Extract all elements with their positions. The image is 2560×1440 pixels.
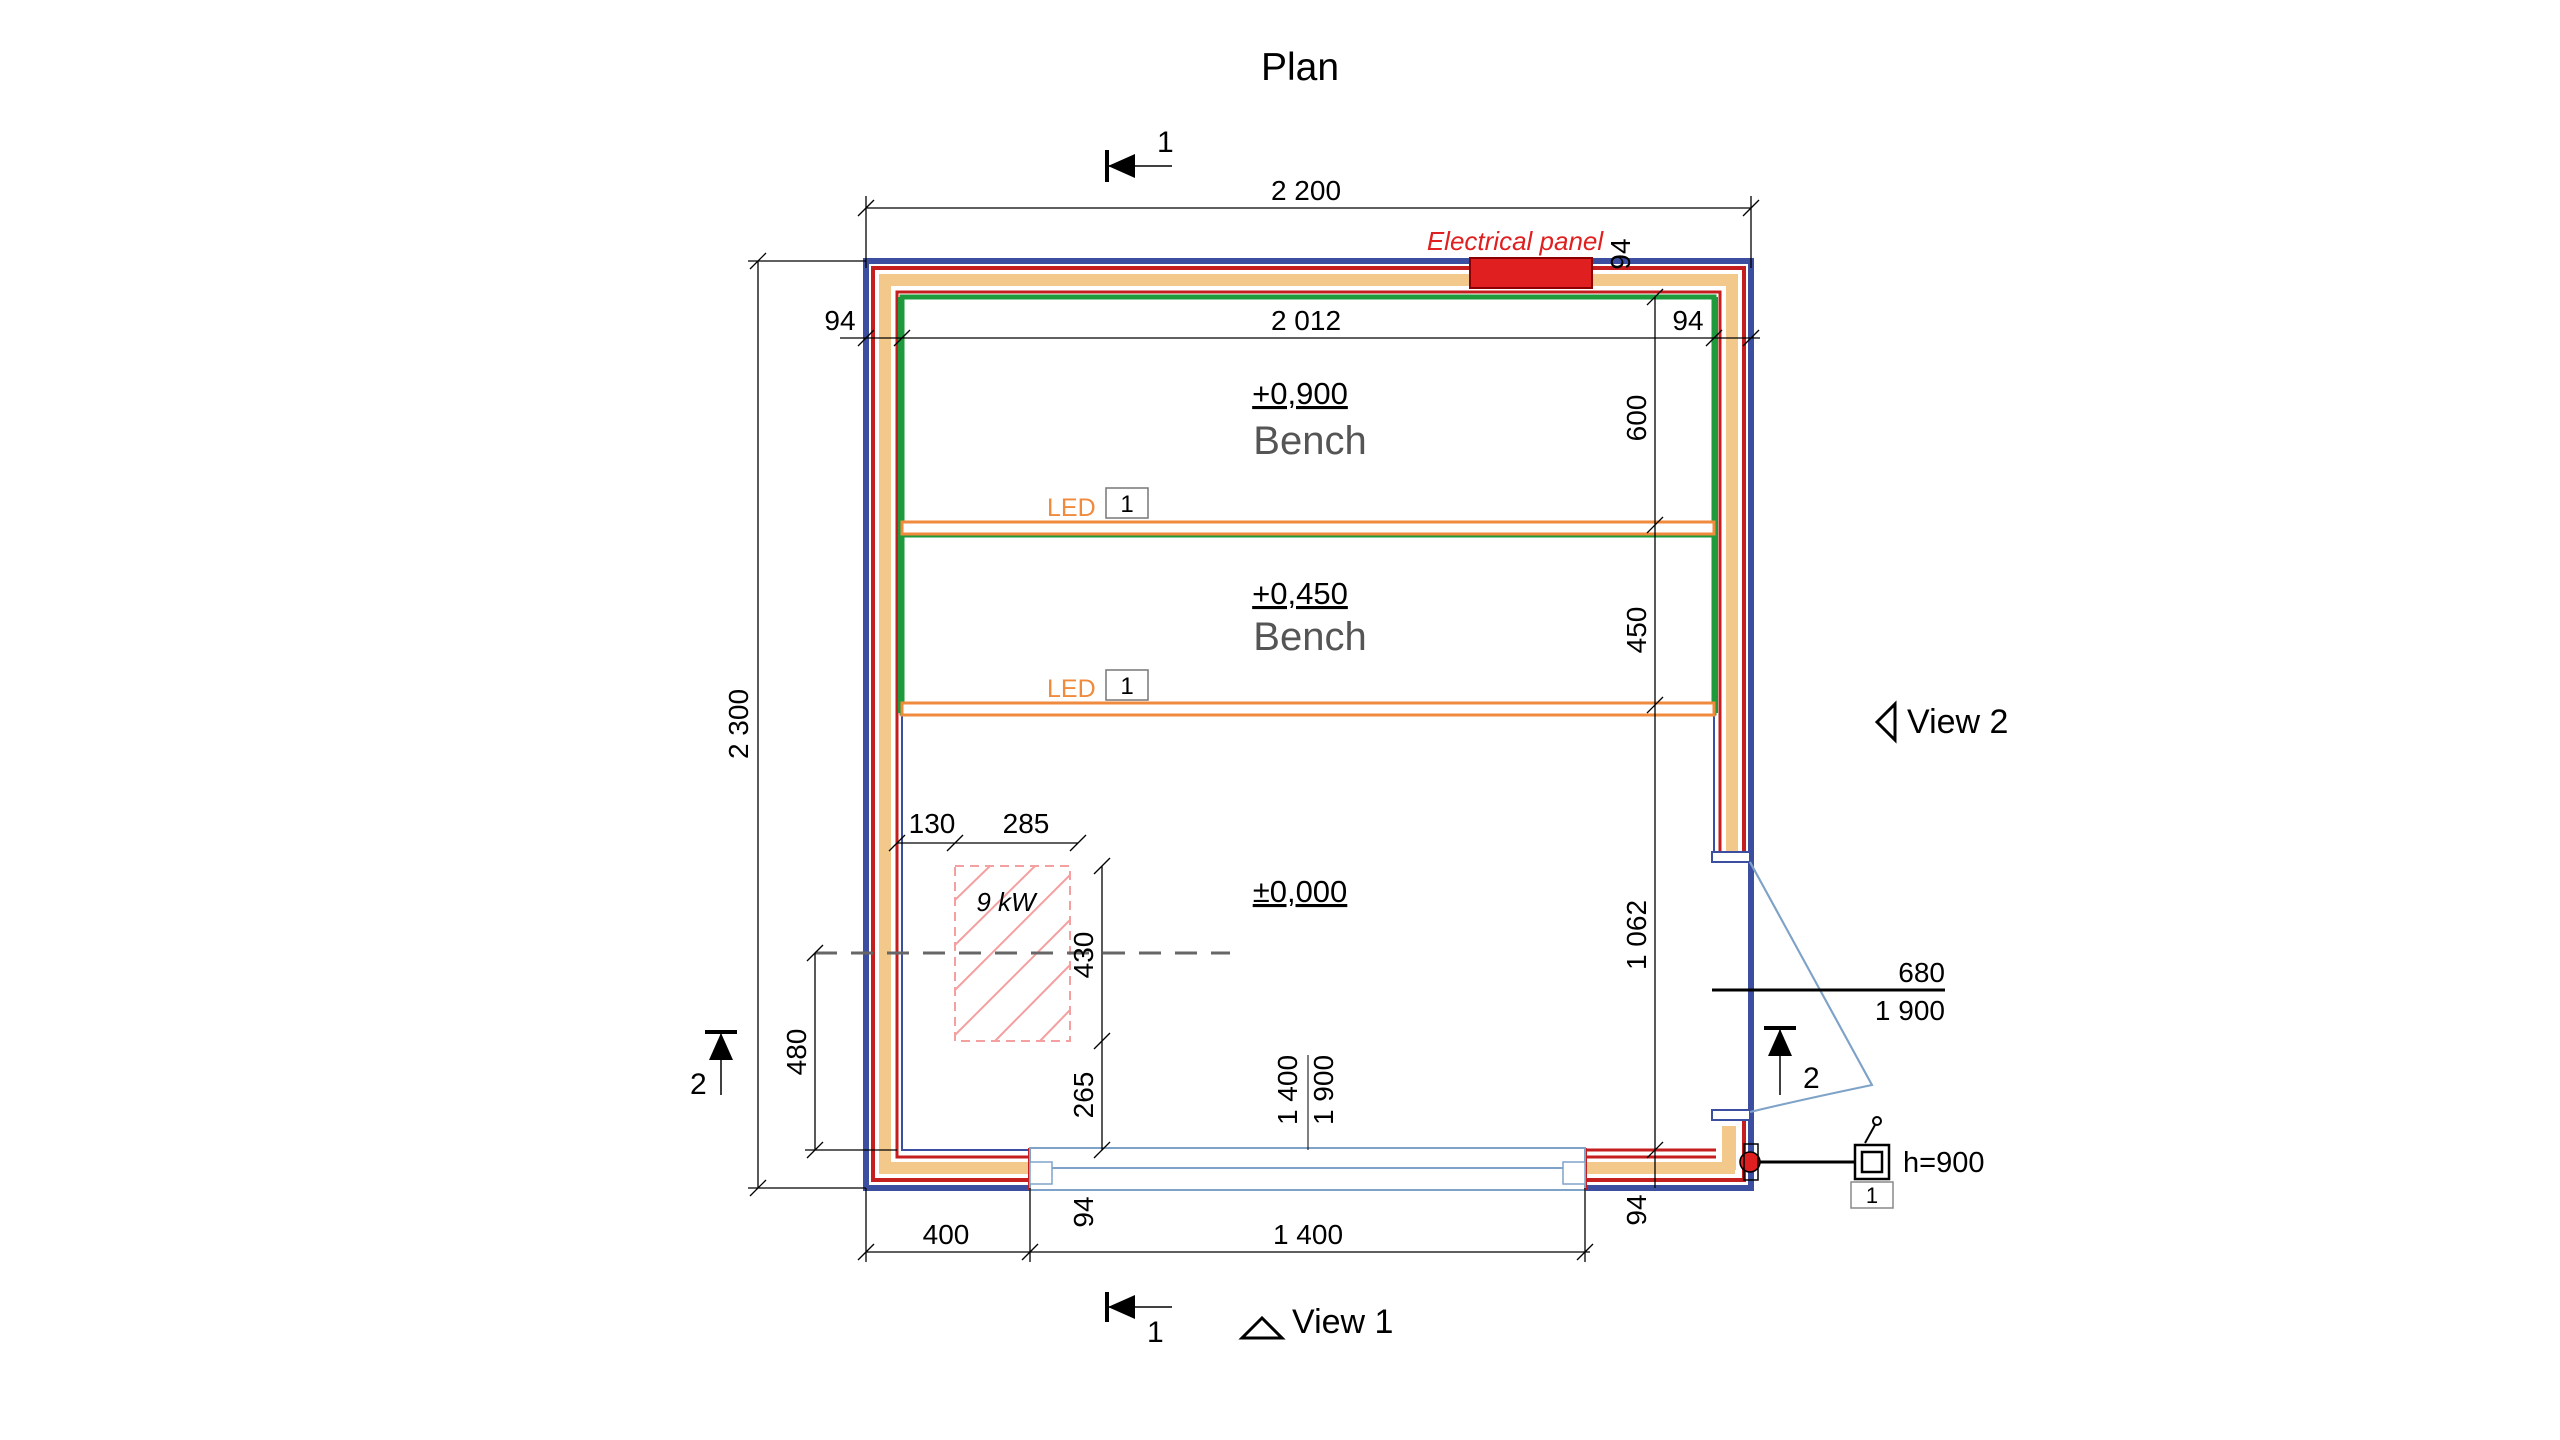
heater-power: 9 kW [976,887,1038,917]
section-2-left-label: 2 [690,1068,707,1101]
dim-wall-right-text: 94 [1672,305,1703,336]
dim-heater-vertical [1093,857,1111,1159]
view-2-marker [1874,700,1897,744]
led-tag-upper: 1 [1120,491,1133,518]
view-1-marker [1238,1315,1286,1340]
dim-overall-height [748,252,866,1197]
led-strip-middle [900,701,1716,717]
dim-wall-left-text: 94 [824,305,855,336]
switch-tag: 1 [1866,1183,1878,1208]
led-tag-middle-box [1105,669,1149,701]
level-floor: ±0,000 [1253,874,1348,909]
section-1-top-label: 1 [1157,126,1174,159]
dim-inner-width [840,329,1760,347]
dim-bottom [857,1188,1594,1262]
dim-wall-bottom-right-text: 94 [1621,1194,1652,1225]
electrical-panel-label: Electrical panel [1427,226,1605,256]
view-2-label: View 2 [1907,703,2008,741]
bench-right-edge [1712,297,1718,713]
dim-heater-depth-text: 430 [1068,932,1099,979]
window-height: 1 900 [1308,1055,1339,1125]
dim-heater-width-text: 285 [1003,808,1050,839]
led-tag-upper-box [1105,487,1149,519]
dim-wall-bottom-left-text: 94 [1068,1196,1099,1227]
section-marker-2-left [705,1030,737,1095]
window-bottom [1029,1147,1586,1191]
dim-heater-offset-text: 130 [909,808,956,839]
electrical-panel [1469,257,1593,289]
switch-height: h=900 [1903,1147,1984,1179]
dim-heater-section [805,944,897,1159]
dim-overall-width [857,196,1760,268]
dim-overall-height-text: 2 300 [723,689,754,759]
outer-wall-outline [863,258,1754,1191]
view-1-label: View 1 [1292,1303,1393,1341]
dim-bottom-opening-text: 1 400 [1273,1219,1343,1250]
switch-symbol [1739,1116,1894,1209]
dim-heater-section-text: 480 [781,1029,812,1076]
dim-bench-middle-text: 450 [1621,607,1652,654]
led-tag-middle: 1 [1120,673,1133,700]
bottom-left-insulation [885,1162,1030,1174]
window-width: 1 400 [1272,1055,1303,1125]
section-marker-1-top [1105,150,1172,182]
led-label-middle: LED [1047,675,1096,703]
level-middle: +0,450 [1252,576,1348,611]
right-stub-insulation [1722,1126,1736,1170]
dim-to-door-text: 1 062 [1621,900,1652,970]
dim-heater-horizontal [888,834,1087,852]
wall-insulation [879,274,1738,1174]
section-marker-1-bottom [1105,1292,1172,1322]
door-width: 680 [1898,957,1945,988]
right-stub-inner [1585,1148,1716,1159]
dim-overall-width-text: 2 200 [1271,175,1341,206]
door-jamb-bottom [1711,1109,1751,1121]
door-jamb-top [1711,851,1751,863]
section-2-right-label: 2 [1803,1062,1820,1095]
room-label-upper-bench: Bench [1253,419,1366,463]
dim-right-vertical [1646,288,1664,1188]
section-1-bottom-label: 1 [1147,1316,1164,1349]
level-upper: +0,900 [1252,376,1348,411]
dim-inner-width-text: 2 012 [1271,305,1341,336]
led-strip-upper [900,520,1716,536]
section-marker-2-right [1764,1026,1796,1095]
door-height: 1 900 [1875,995,1945,1026]
wall-red-inner [895,290,1722,1159]
dim-bench-upper-text: 600 [1621,395,1652,442]
bench-left-edge [898,297,904,713]
door-swing [1749,861,1874,1113]
led-label-upper: LED [1047,494,1096,522]
dim-wall-top-right-text: 94 [1605,238,1636,269]
dim-bottom-left-text: 400 [923,1219,970,1250]
bottom-right-insulation [1585,1162,1735,1174]
room-label-middle-bench: Bench [1253,615,1366,659]
plan-title: Plan [1261,46,1339,89]
wall-red-outer [871,266,1746,1182]
dim-heater-to-wall-text: 265 [1068,1072,1099,1119]
